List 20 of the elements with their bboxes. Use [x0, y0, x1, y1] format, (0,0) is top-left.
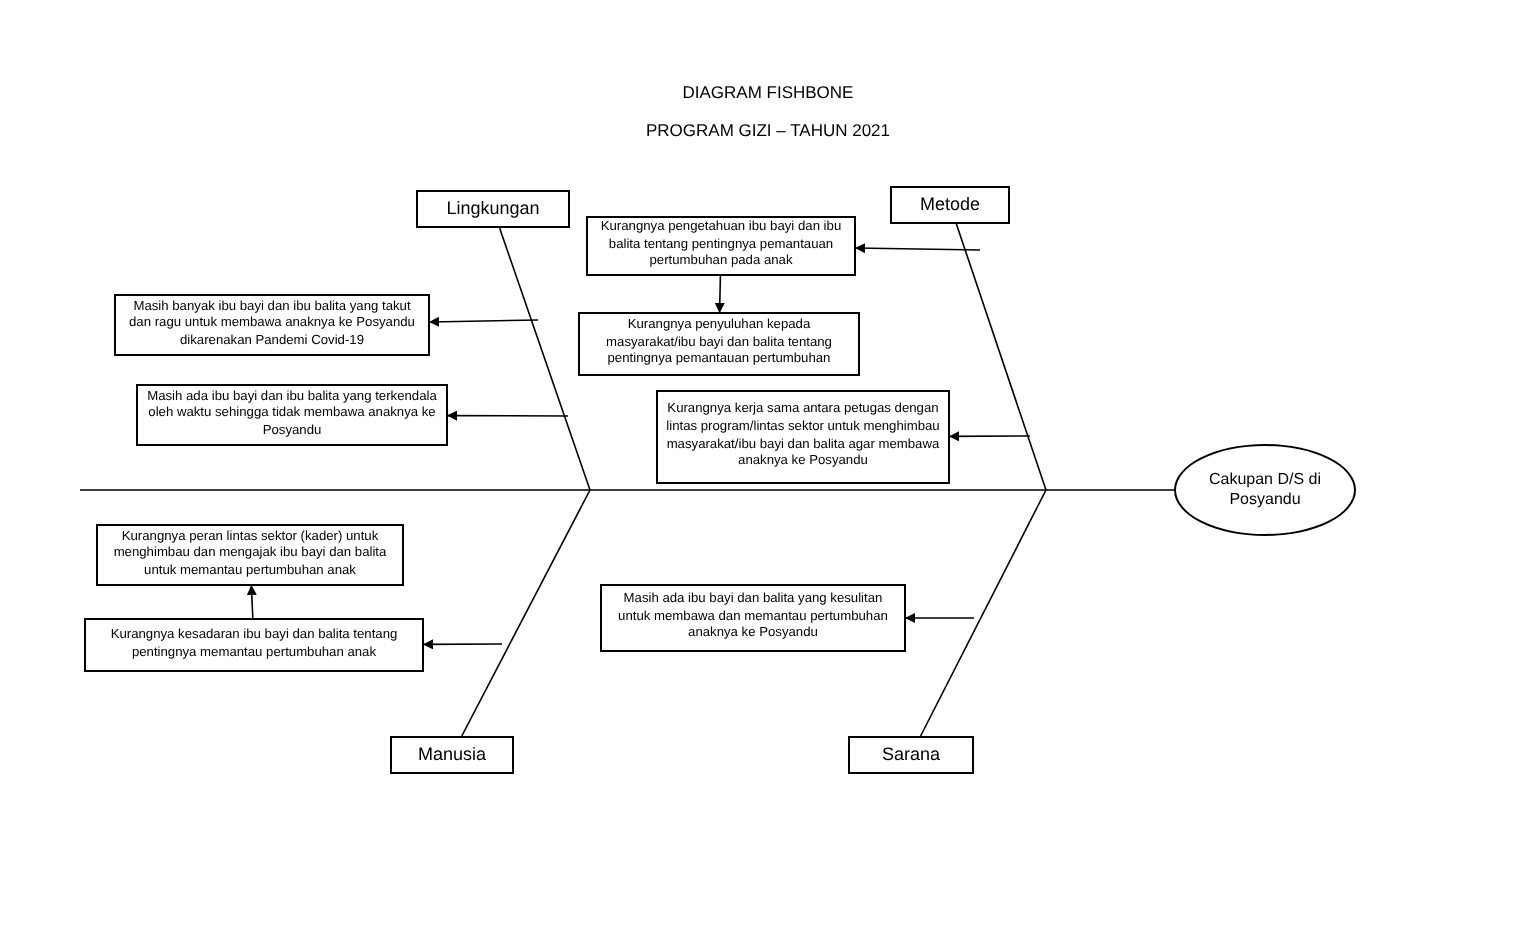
- category-box: Metode: [890, 186, 1010, 224]
- bone-line: [955, 223, 1047, 491]
- bone-line: [919, 489, 1047, 737]
- arrow: [246, 585, 257, 619]
- arrow: [949, 431, 1031, 442]
- bone-line: [498, 227, 591, 491]
- arrow: [447, 410, 569, 421]
- arrow: [905, 613, 975, 623]
- bone-line: [461, 489, 591, 737]
- arrow: [714, 275, 725, 313]
- subtitle: PROGRAM GIZI – TAHUN 2021: [643, 120, 893, 140]
- arrow: [423, 639, 503, 650]
- category-box: Manusia: [390, 736, 514, 774]
- arrow: [429, 316, 539, 327]
- category-box: Sarana: [848, 736, 974, 774]
- effect-ellipse: Cakupan D/S di Posyandu: [1174, 444, 1356, 536]
- bone-line: [79, 489, 1175, 491]
- arrow: [855, 243, 981, 254]
- diagram-title: DIAGRAM FISHBONE: [680, 82, 856, 102]
- category-box: Lingkungan: [416, 190, 570, 228]
